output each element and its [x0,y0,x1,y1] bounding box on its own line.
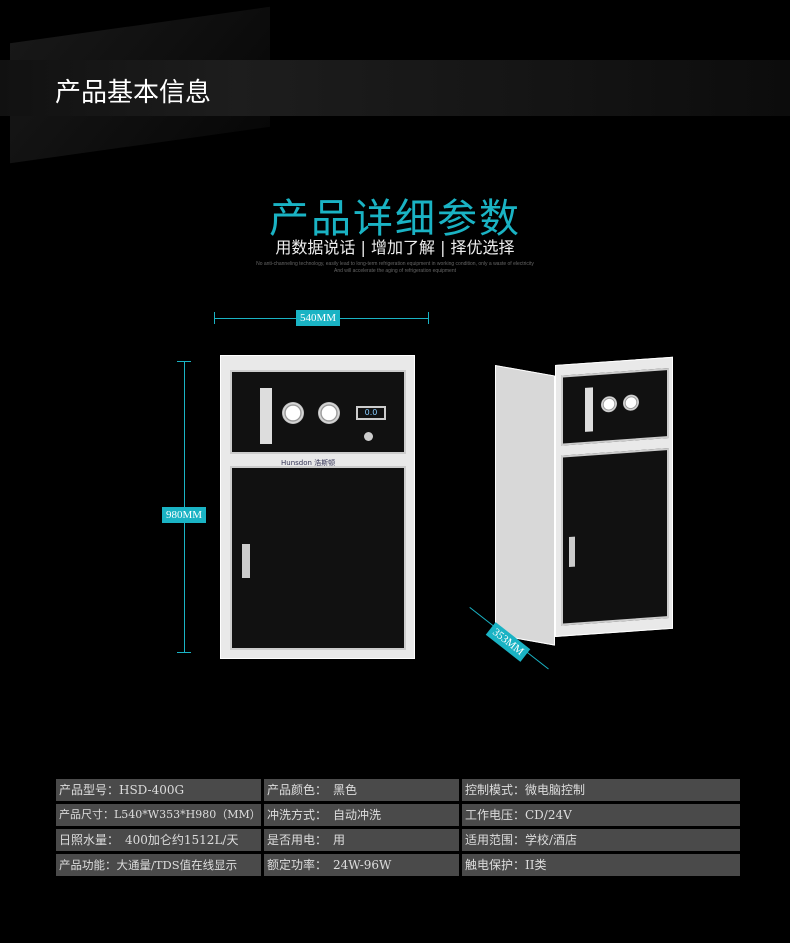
flowmeter [585,387,593,432]
section-banner [0,60,790,116]
table-cell: 是否用电： 用 [264,829,459,851]
power-switch [364,432,373,441]
cabinet-door [561,448,669,626]
door-handle [242,544,250,578]
page-title: 产品详细参数 [269,196,521,242]
product-front-view: 0.0 Hunsdon 浩斯顿 [220,355,415,659]
section-title: 产品基本信息 [55,78,212,108]
table-cell: 控制模式：微电脑控制 [462,779,740,801]
width-label: 540MM [296,310,341,326]
product-angle-view [555,356,673,637]
table-cell: 日照水量： 400加仑约1512L/天 [56,829,261,851]
tagline-1: No anti-channeling technology, easily le… [256,261,534,267]
dim-tick [214,312,215,324]
control-panel [561,368,669,446]
flowmeter [260,388,272,444]
cabinet-door [230,466,406,650]
control-panel: 0.0 [230,370,406,454]
dim-tick [177,361,191,362]
dim-tick [177,652,191,653]
table-cell: 冲洗方式： 自动冲洗 [264,804,459,826]
tds-display: 0.0 [356,406,386,420]
subtitle: 用数据说话 | 增加了解 | 择优选择 [275,238,515,257]
pressure-gauge [623,394,639,412]
height-label: 980MM [162,507,207,523]
product-side-panel [495,365,555,646]
table-cell: 适用范围：学校/酒店 [462,829,740,851]
table-row: 产品功能：大通量/TDS值在线显示 额定功率： 24W-96W 触电保护：II类 [56,854,740,876]
table-cell: 产品型号：HSD-400G [56,779,261,801]
pressure-gauge [318,402,340,424]
brand-label: Hunsdon 浩斯顿 [281,459,336,467]
pressure-gauge [282,402,304,424]
spec-table: 产品型号：HSD-400G 产品颜色： 黑色 控制模式：微电脑控制 产品尺寸：L… [56,779,740,879]
table-cell: 工作电压：CD/24V [462,804,740,826]
door-handle [569,536,575,568]
table-cell: 产品颜色： 黑色 [264,779,459,801]
table-cell: 触电保护：II类 [462,854,740,876]
table-row: 产品尺寸：L540*W353*H980（MM） 冲洗方式： 自动冲洗 工作电压：… [56,804,740,826]
table-cell: 产品尺寸：L540*W353*H980（MM） [56,804,261,826]
table-cell: 额定功率： 24W-96W [264,854,459,876]
table-cell: 产品功能：大通量/TDS值在线显示 [56,854,261,876]
tagline-2: And will accelerate the aging of refrige… [333,268,457,274]
dim-tick [428,312,429,324]
pressure-gauge [601,395,617,413]
table-row: 日照水量： 400加仑约1512L/天 是否用电： 用 适用范围：学校/酒店 [56,829,740,851]
table-row: 产品型号：HSD-400G 产品颜色： 黑色 控制模式：微电脑控制 [56,779,740,801]
